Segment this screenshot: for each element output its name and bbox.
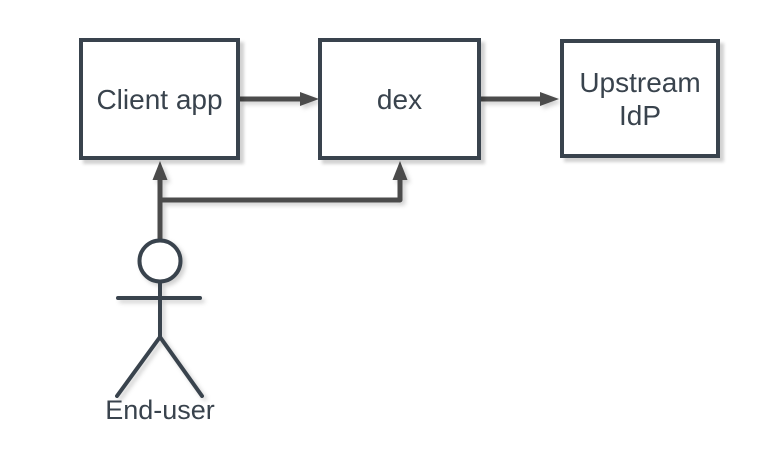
- actor-right-leg: [158, 335, 204, 398]
- node-dex-label: dex: [376, 83, 423, 115]
- arrowhead-dex-to-upstream-icon: [540, 92, 559, 106]
- node-upstream-idp-label: Upstream IdP: [579, 66, 701, 131]
- actor-left-leg: [115, 335, 162, 398]
- end-user-actor-icon: [115, 238, 204, 398]
- arrowhead-enduser-to-dex-icon: [392, 161, 408, 180]
- actor-head: [137, 238, 183, 284]
- edges: [152, 92, 559, 241]
- node-dex: dex: [318, 38, 481, 160]
- node-client-app-label: Client app: [96, 83, 223, 115]
- node-client-app: Client app: [79, 38, 240, 160]
- end-user-label: End-user: [105, 395, 215, 425]
- node-upstream-idp: Upstream IdP: [560, 39, 720, 158]
- arrowhead-enduser-to-client-icon: [152, 161, 168, 180]
- edge-enduser-to-dex: [160, 180, 403, 203]
- arrowhead-client-to-dex-icon: [300, 92, 319, 106]
